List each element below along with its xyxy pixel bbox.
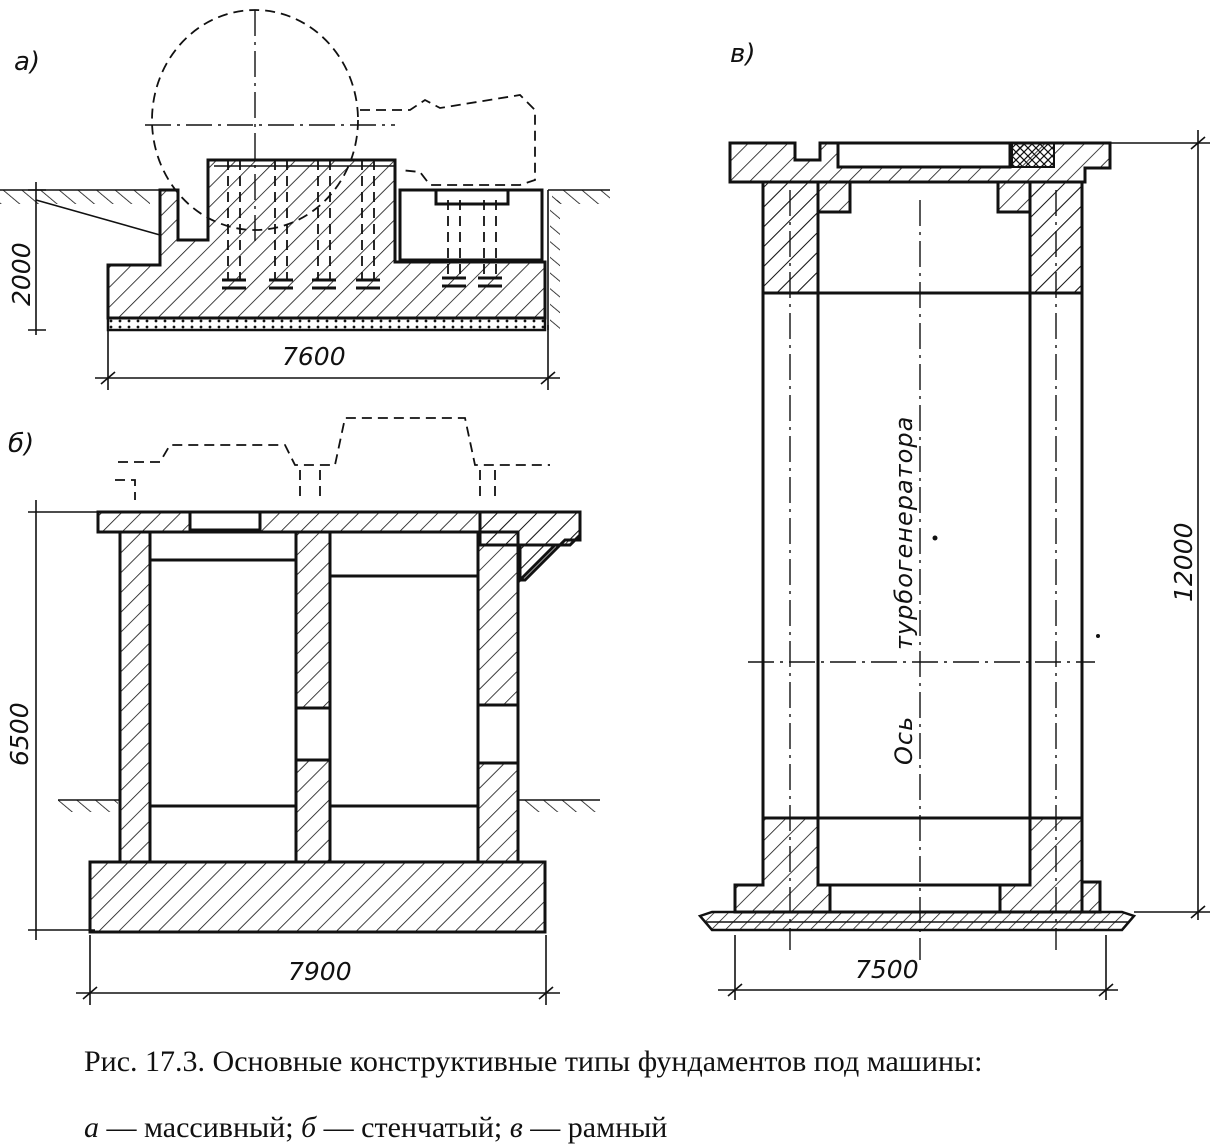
panel-a-label: а) [14,47,40,77]
anchor-bolts-a [222,160,510,290]
panel-b: б) [5,417,600,1005]
caption-title: Рис. 17.3. Основные конструктивные типы … [84,1045,983,1078]
panel-a: а) [0,9,610,390]
legend-key-v: в [509,1111,523,1144]
machine-outline-b [118,417,550,466]
base-plate-v [697,910,1137,932]
dimension-lines-b [28,500,560,1005]
dim-height-v: 12000 [1169,522,1198,602]
dim-height-b: 6500 [5,702,34,766]
foundation-types-drawing: а) [0,9,1210,1005]
wall-left-b [118,530,152,864]
dim-height-a: 2000 [7,242,36,306]
concrete-underlay [106,316,547,332]
legend-key-a: а [84,1111,99,1144]
legend-text-a: массивный; [144,1111,294,1144]
caption-legend: а — массивный; б — стенчатый; в — рамный [84,1108,1184,1148]
legend-text-b: стенчатый; [361,1111,503,1144]
legend-sep-a: — [106,1111,137,1144]
deck-opening [836,141,1012,169]
dimension-lines-a [28,182,560,390]
dimension-lines-v [718,130,1210,1000]
ground-surface-a [0,189,610,330]
figure-caption: Рис. 17.3. Основные конструктивные типы … [84,1042,1184,1148]
dim-width-b: 7900 [288,957,352,986]
dim-width-v: 7500 [855,955,919,984]
panel-b-label: б) [8,429,34,459]
axis-label-2: турбогенератора [890,416,918,650]
base-slab-b [88,860,547,934]
deck-insert [1011,142,1055,168]
legend-text-v: рамный [567,1111,668,1144]
ground-surface-b [58,799,600,812]
pit-recess [398,188,544,262]
wall-middle-b [294,530,332,864]
legend-key-b: б [301,1111,317,1144]
legend-sep-b: — [323,1111,354,1144]
panel-v: в) Ось турбогенератора [697,39,1210,1000]
dim-width-a: 7600 [282,342,346,371]
panel-v-label: в) [730,39,755,69]
wall-opening-1 [294,706,332,762]
legend-sep-v: — [530,1111,561,1144]
wall-opening-2 [476,703,520,765]
wall-right-b [476,530,520,864]
axis-label-1: Ось [890,716,918,765]
